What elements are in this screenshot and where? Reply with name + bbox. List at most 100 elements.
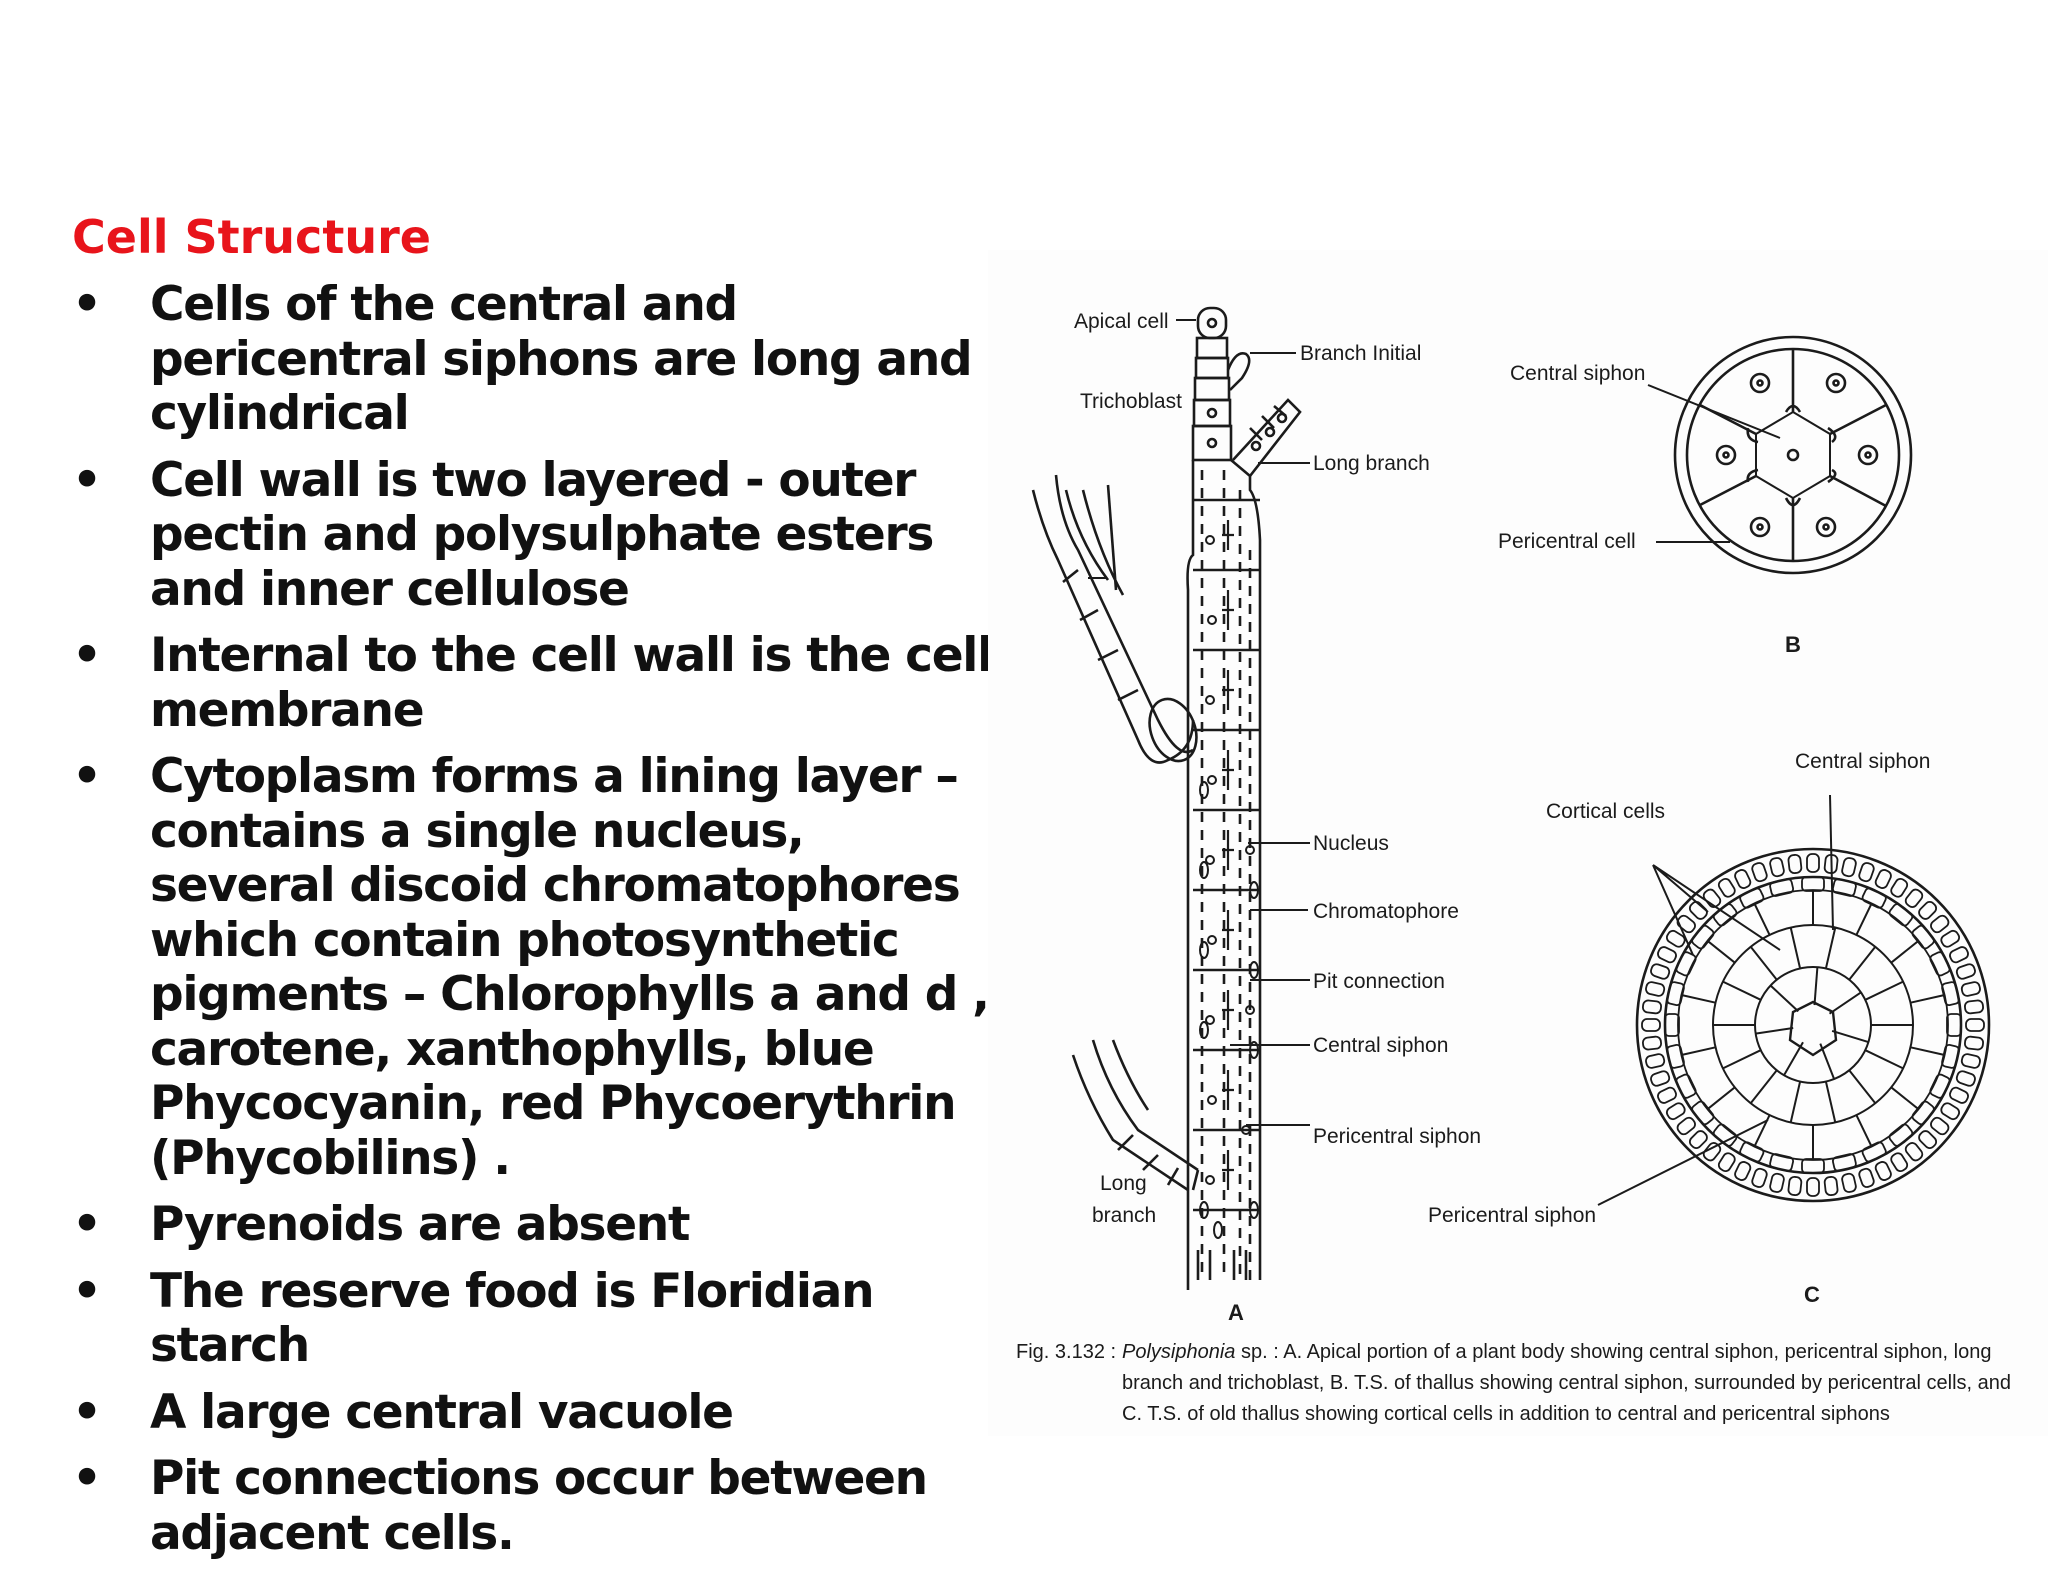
cortical-cell	[1841, 857, 1857, 878]
bullet-item: • Pyrenoids are absent	[72, 1197, 992, 1253]
label-pit-connection: Pit connection	[1313, 970, 1445, 993]
pericentral-wall	[1864, 980, 1904, 1001]
cortical-cell-inner	[1769, 1153, 1794, 1172]
cortical-cell	[1823, 1176, 1839, 1196]
cortical-cell	[1787, 854, 1803, 874]
pericentral-wall	[1824, 1081, 1837, 1123]
label-long-branch-bottom-1: Long	[1100, 1172, 1147, 1195]
cortical-cell	[1904, 888, 1924, 908]
bullet-dot: •	[72, 1197, 102, 1252]
cortical-wall	[1910, 1046, 1945, 1056]
cortical-wall	[1753, 902, 1771, 936]
label-letter-a: A	[1228, 1300, 1244, 1325]
cortical-cell-inner	[1739, 887, 1765, 909]
cortical-wall	[1910, 994, 1945, 1004]
cortical-cell-inner	[1769, 878, 1794, 897]
long-branch-lower	[1091, 1039, 1199, 1172]
cortical-cell	[1858, 1167, 1875, 1188]
cortical-cell	[1949, 946, 1969, 964]
cortical-cell	[1641, 1018, 1661, 1032]
cortical-cell	[1841, 1172, 1857, 1193]
cortical-cell-inner	[1739, 1141, 1765, 1163]
label-nucleus: Nucleus	[1313, 832, 1389, 855]
cortical-cell	[1769, 857, 1785, 878]
label-central-siphon-b: Central siphon	[1510, 362, 1645, 385]
label-long-branch-bottom-2: branch	[1092, 1204, 1156, 1227]
cortical-cell-inner	[1888, 903, 1914, 927]
bullet-item: • Cell wall is two layered - outer pectin…	[72, 452, 992, 618]
bullet-dot: •	[72, 277, 102, 332]
diagram-c-cross-section	[1597, 794, 1991, 1206]
cortical-cell-inner	[1832, 878, 1857, 897]
bullet-text: Pyrenoids are absent	[150, 1197, 690, 1252]
cortical-cell	[1717, 877, 1736, 898]
pericentral-wall	[1722, 980, 1762, 1001]
cortical-cell-inner	[1664, 1013, 1680, 1037]
caption-body: sp. : A. Apical portion of a plant body …	[1122, 1341, 2012, 1425]
cortical-cell	[1949, 1086, 1969, 1104]
slide-heading: Cell Structure	[72, 210, 431, 264]
cortical-cell	[1751, 862, 1768, 883]
cortical-cell	[1806, 1177, 1820, 1197]
bullet-item: •Cells of the central and pericentral si…	[72, 277, 992, 442]
cortical-cell	[1874, 1161, 1892, 1181]
cortical-cell	[1650, 963, 1671, 980]
label-letter-c: C	[1804, 1282, 1820, 1307]
cortical-cell-inner	[1712, 1123, 1738, 1147]
label-pericentral-siphon-c: Pericentral siphon	[1428, 1204, 1596, 1227]
cortical-cell	[1734, 1161, 1752, 1181]
cortical-cell	[1665, 929, 1686, 948]
cortical-cell-inner	[1861, 1141, 1887, 1163]
label-branch-initial: Branch Initial	[1300, 342, 1421, 365]
cortical-cell-inner	[1929, 951, 1951, 977]
pericentral-wall	[1789, 1081, 1802, 1123]
cortical-cell	[1645, 1053, 1666, 1069]
cortical-cell	[1930, 914, 1950, 934]
cortical-wall	[1706, 1086, 1736, 1110]
cortical-cell-inner	[1832, 1153, 1857, 1172]
label-long-branch-top: Long branch	[1313, 452, 1430, 475]
cortical-cell	[1890, 877, 1909, 898]
apical-cell	[1196, 306, 1228, 340]
bullet-dot: •	[72, 1384, 102, 1440]
cortical-cell	[1688, 1130, 1708, 1150]
pericentral-wall	[1722, 1049, 1762, 1070]
cortical-wall	[1681, 994, 1716, 1004]
cortical-cell	[1960, 981, 1981, 997]
bullet-dot: •	[72, 749, 102, 804]
label-central-siphon-a: Central siphon	[1313, 1034, 1448, 1057]
pericentral-wall	[1789, 927, 1802, 969]
bullet-item: •Pit connections occur between adjacent …	[72, 1451, 992, 1561]
cortical-cell	[1650, 1070, 1671, 1087]
cortical-cell	[1904, 1142, 1924, 1162]
bullet-dot: •	[72, 628, 102, 683]
cortical-cell	[1676, 914, 1696, 934]
central-wall	[1828, 991, 1862, 1015]
axis-left-wall	[1186, 460, 1195, 1290]
cortical-cell	[1930, 1116, 1950, 1136]
cortical-cell-inner	[1941, 981, 1960, 1006]
cortical-cell	[1734, 869, 1752, 889]
pericentral-wall	[1848, 946, 1877, 981]
cortical-cell-inner	[1888, 1123, 1914, 1147]
polysiphonia-figure: Apical cell Branch Initial Trichoblast L…	[988, 250, 2048, 1436]
bullet-item: •Cytoplasm forms a lining layer – contai…	[72, 749, 992, 1186]
caption-figure-number: Fig. 3.132 :	[1016, 1341, 1117, 1363]
bullet-dot: •	[72, 452, 102, 508]
cortical-wall	[1890, 1086, 1920, 1110]
cortical-cell	[1702, 888, 1722, 908]
bullet-text: Cell wall is two layered - outer pectin …	[150, 452, 934, 617]
cortical-cell-inner	[1675, 951, 1697, 977]
central-wall	[1755, 1027, 1794, 1035]
central-wall	[1813, 967, 1819, 1006]
label-pericentral-cell-b: Pericentral cell	[1498, 530, 1636, 553]
cortical-cell	[1874, 869, 1892, 889]
diagram-b-cross-section	[1647, 335, 1913, 575]
bullet-list: •Cells of the central and pericentral si…	[72, 277, 993, 1573]
cortical-cell	[1890, 1152, 1909, 1173]
bullet-item: •A large central vacuole	[72, 1384, 992, 1441]
cortical-cell-inner	[1941, 1044, 1960, 1069]
cortical-cell	[1665, 1102, 1686, 1121]
cortical-cell	[1965, 1018, 1985, 1032]
cortical-cell-ring	[1641, 853, 1985, 1197]
